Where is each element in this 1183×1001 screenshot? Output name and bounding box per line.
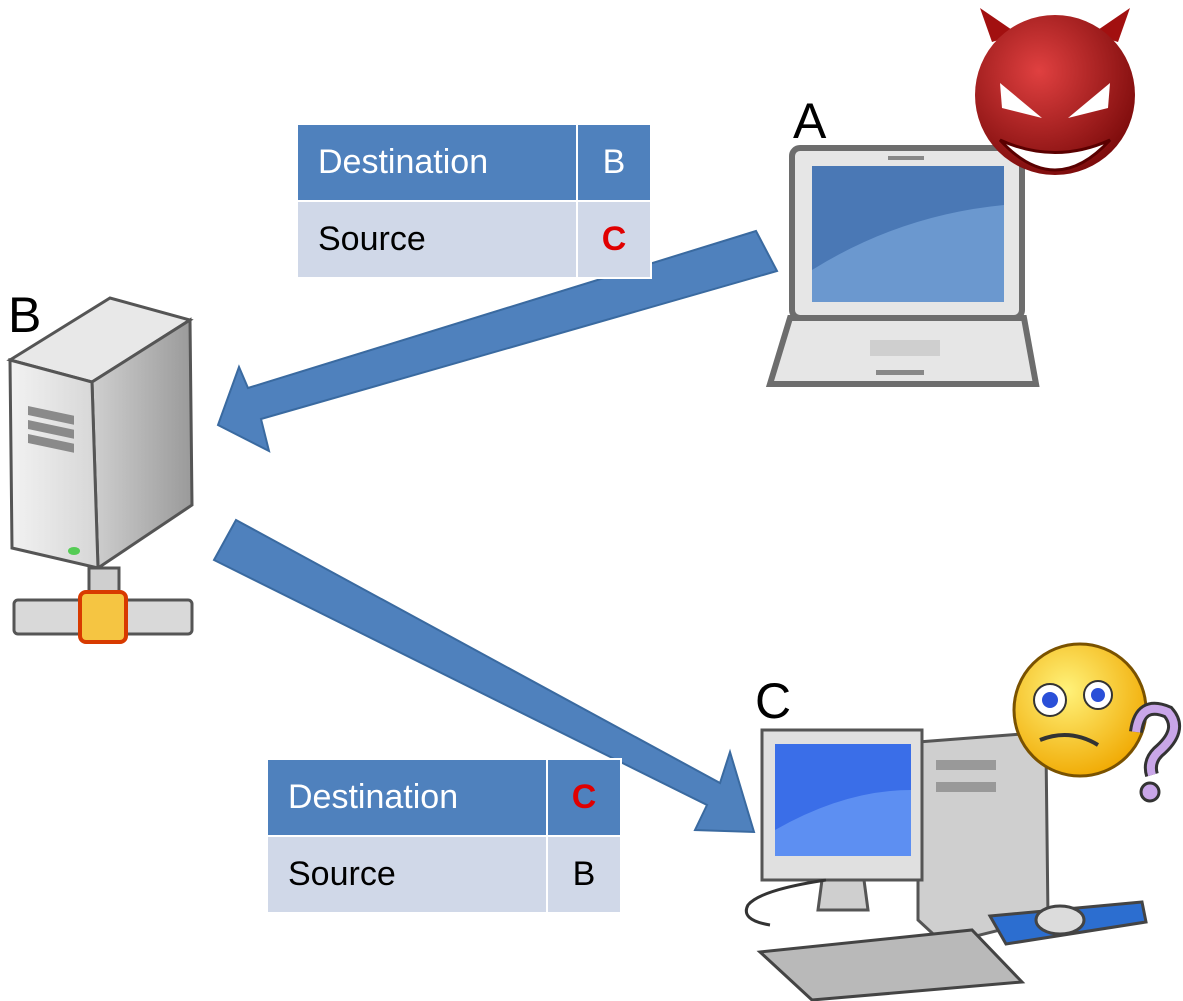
field-name: Destination [266,758,548,837]
node-label-a: A [793,93,827,149]
node-label-b: B [8,287,42,343]
field-value: B [576,123,652,202]
field-name: Source [296,200,578,279]
field-value-spoofed: C [576,200,652,279]
field-value-spoofed: C [546,758,622,837]
field-name: Destination [296,123,578,202]
field-value: B [546,835,622,914]
field-name: Source [266,835,548,914]
arrow-b-to-c [212,518,756,834]
node-label-c: C [755,673,792,729]
packet-header-table-1: Destination B Source C [296,123,652,279]
packet-row-source: Source B [266,835,622,914]
arrow-a-to-b [216,229,779,453]
packet-row-destination: Destination B [296,123,652,202]
packet-header-table-2: Destination C Source B [266,758,622,914]
packet-row-source: Source C [296,200,652,279]
packet-row-destination: Destination C [266,758,622,837]
